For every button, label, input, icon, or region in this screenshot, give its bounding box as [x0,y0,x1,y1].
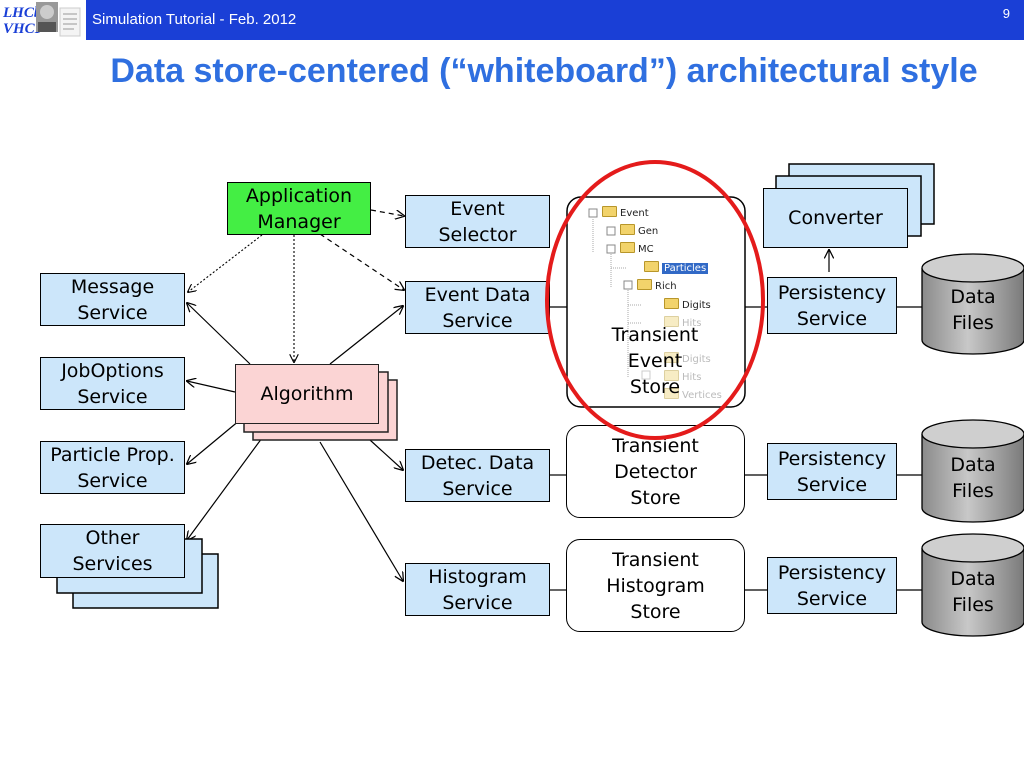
joboptions-service-box[interactable]: JobOptions Service [40,357,185,410]
arrow-appmgr-to-selector [370,209,404,216]
data-files-cylinder-2 [921,419,1024,523]
tree-node-event[interactable]: Event [602,206,649,220]
algorithm-box[interactable]: Algorithm [235,364,379,424]
slide-title: Data store-centered (“whiteboard”) archi… [110,52,978,90]
tree-node-rich[interactable]: Rich [637,279,677,293]
tree-node-mc[interactable]: MC [620,242,654,256]
folder-icon [620,224,635,235]
arrow-appmgr-to-message [188,234,263,292]
arrow-alg-to-histogram [319,441,403,581]
arrow-alg-to-particleprop [187,419,241,464]
arrow-alg-to-other [187,437,263,540]
header-bar: LHCb VHCP Simulation Tutorial - Feb. 201… [0,0,1024,40]
data-files-cylinder-3 [921,533,1024,637]
data-files-cylinder-1 [921,253,1024,355]
event-selector-box[interactable]: Event Selector [405,195,550,248]
arrow-alg-to-eventdata [329,306,403,365]
lhcb-logo: LHCb VHCP [0,0,86,40]
message-service-box[interactable]: Message Service [40,273,185,326]
header-title: Simulation Tutorial - Feb. 2012 [92,11,297,28]
data-files-label-3: Data Files [950,568,996,616]
tree-node-digits[interactable]: Digits [664,298,711,312]
application-manager-box[interactable]: Application Manager [227,182,371,235]
histogram-service-box[interactable]: Histogram Service [405,563,550,616]
persistency-service-box-3[interactable]: Persistency Service [767,557,897,614]
tree-node-particles[interactable]: Particles [644,261,709,275]
folder-icon [620,242,635,253]
transient-event-store-label: Transient Event Store [611,324,699,398]
folder-icon [664,298,679,309]
data-files-label-2: Data Files [950,454,996,502]
converter-box[interactable]: Converter [763,188,908,248]
svg-text:LHCb: LHCb [2,5,42,21]
folder-icon [644,261,659,272]
event-data-service-box[interactable]: Event Data Service [405,281,550,334]
logo-icon: LHCb VHCP [0,0,86,40]
data-files-label-1: Data Files [950,286,996,334]
arrow-appmgr-to-eventdata [319,233,404,290]
folder-icon [602,206,617,217]
arrow-alg-to-joboptions [187,381,236,393]
detec-data-service-box[interactable]: Detec. Data Service [405,449,550,502]
particle-prop-service-box[interactable]: Particle Prop. Service [40,441,185,494]
arrow-alg-to-message [187,303,251,365]
transient-histogram-store-box[interactable]: Transient Histogram Store [566,539,745,632]
other-services-box[interactable]: Other Services [40,524,185,578]
persistency-service-box-2[interactable]: Persistency Service [767,443,897,500]
tree-node-gen[interactable]: Gen [620,224,658,238]
transient-detector-store-box[interactable]: Transient Detector Store [566,425,745,518]
arrow-alg-to-detec [369,439,403,470]
slide-number: 9 [1002,6,1010,21]
svg-text:VHCP: VHCP [3,21,45,37]
folder-icon [637,279,652,290]
persistency-service-box-1[interactable]: Persistency Service [767,277,897,334]
